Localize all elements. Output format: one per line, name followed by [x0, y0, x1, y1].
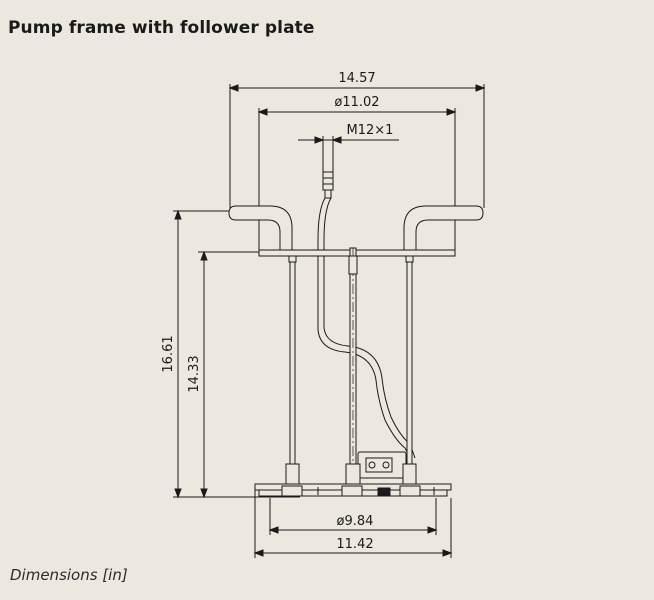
dimension-plate-diameter — [268, 498, 438, 535]
sensor-cable — [317, 197, 416, 459]
label-top-diameter: ø11.02 — [334, 95, 379, 110]
follower-plate — [254, 483, 452, 498]
label-plate-width: 11.42 — [336, 537, 373, 552]
dimension-overall-width — [228, 84, 486, 208]
dimension-top-diameter — [257, 108, 457, 252]
left-handle — [228, 205, 293, 250]
sensor-box — [357, 451, 407, 479]
label-overall-height: 16.61 — [161, 335, 176, 372]
top-crossbar — [258, 249, 456, 257]
dimension-plate-width — [253, 498, 453, 558]
rod-collars — [285, 463, 417, 485]
guide-rods — [288, 247, 414, 465]
right-handle — [403, 205, 484, 250]
dimension-overall-height — [173, 209, 229, 499]
page-title: Pump frame with follower plate — [8, 18, 315, 38]
label-plate-diameter: ø9.84 — [337, 514, 374, 529]
sensor-connector — [322, 171, 334, 199]
label-rod-height: 14.33 — [187, 355, 202, 392]
dimension-thread — [298, 136, 399, 175]
label-overall-width: 14.57 — [338, 71, 375, 86]
dimension-rod-height — [198, 250, 259, 499]
label-thread: M12×1 — [347, 123, 394, 138]
dimensions-caption: Dimensions [in] — [10, 566, 128, 584]
